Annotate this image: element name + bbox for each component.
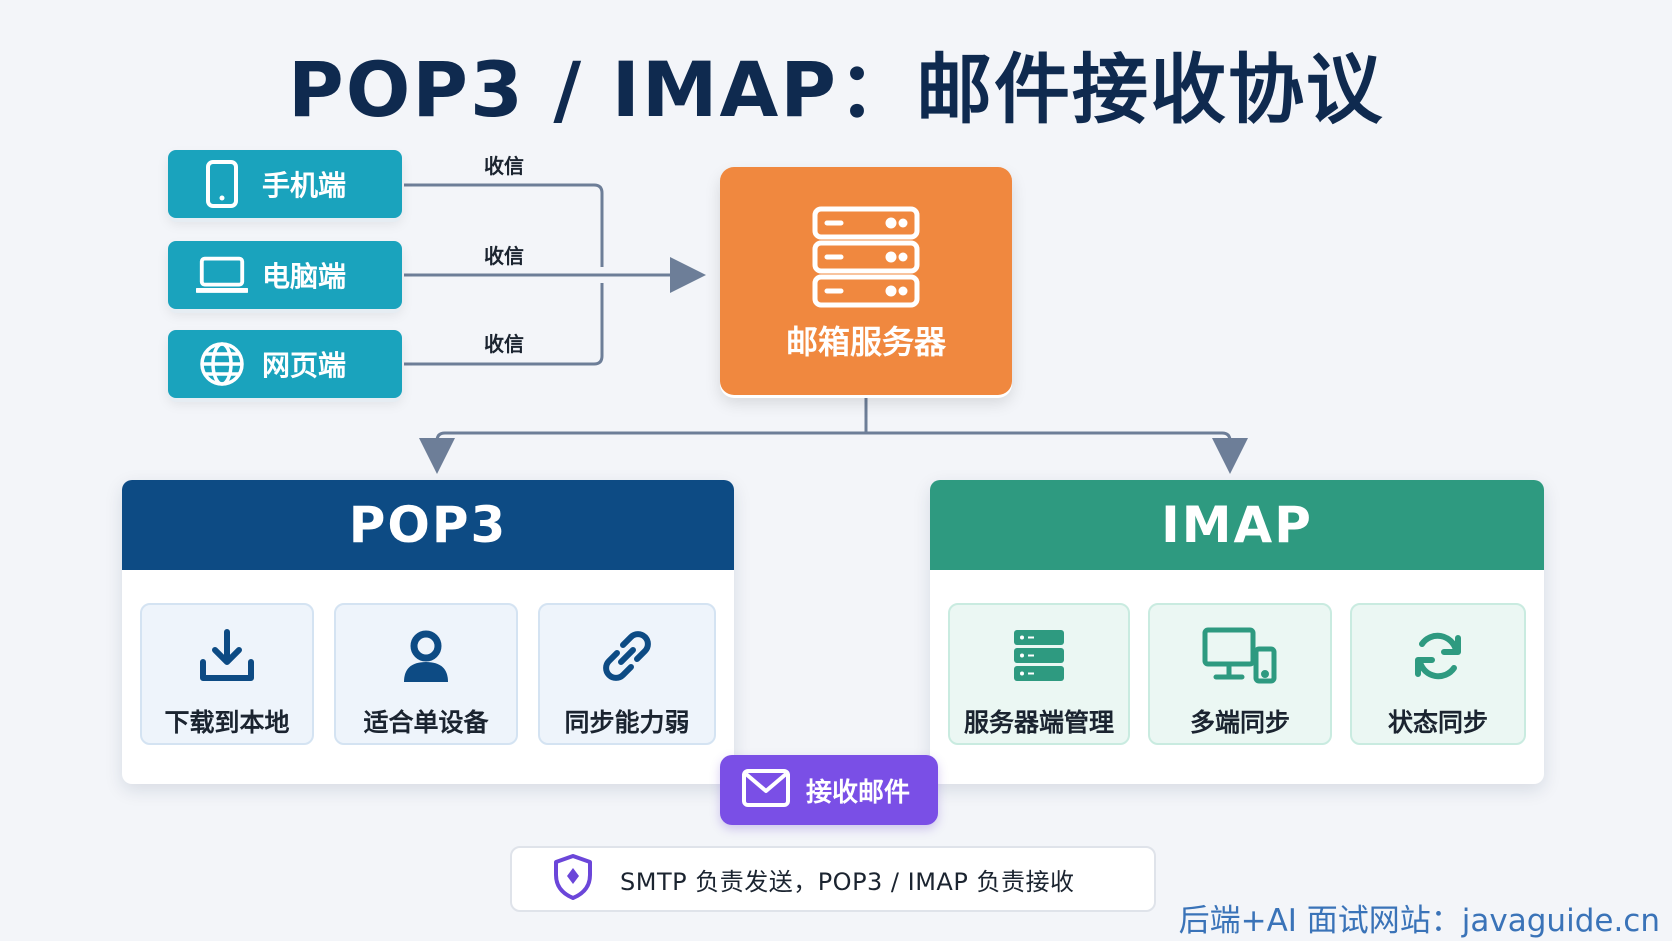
edge-label: 收信 <box>484 332 524 356</box>
edge-label: 收信 <box>484 244 524 268</box>
note-label: SMTP 负责发送，POP3 / IMAP 负责接收 <box>620 867 1075 896</box>
globe-icon <box>196 338 248 390</box>
watermark: 后端+AI 面试网站：javaguide.cn <box>1178 903 1660 939</box>
client-label: 手机端 <box>262 169 347 202</box>
feature-card: 多端同步 <box>1148 603 1332 745</box>
protocol-note: SMTP 负责发送，POP3 / IMAP 负责接收 <box>510 846 1156 912</box>
imap-title: IMAP <box>930 480 1544 570</box>
feature-label: 同步能力弱 <box>564 708 690 737</box>
devices-icon <box>1150 621 1330 691</box>
shield-icon <box>552 853 594 905</box>
edge-to-imap <box>866 431 1248 474</box>
client-label: 网页端 <box>262 349 347 382</box>
feature-card: 服务器端管理 <box>948 603 1130 745</box>
edge-phone <box>404 183 604 267</box>
laptop-icon <box>196 249 248 301</box>
edge-web <box>404 283 604 366</box>
feature-card: 下载到本地 <box>140 603 314 745</box>
link-icon <box>540 621 714 691</box>
feature-card: 适合单设备 <box>334 603 518 745</box>
badge-label: 接收邮件 <box>806 777 911 808</box>
page-title: POP3 / IMAP：邮件接收协议 <box>288 45 1384 134</box>
server-icon <box>720 205 1012 313</box>
download-icon <box>142 621 312 691</box>
server-label: 邮箱服务器 <box>785 323 946 361</box>
edge-to-pop3 <box>419 431 866 474</box>
feature-card: 状态同步 <box>1350 603 1526 745</box>
edge-label: 收信 <box>484 154 524 178</box>
feature-label: 状态同步 <box>1387 708 1488 737</box>
client-phone: 手机端 <box>168 150 402 218</box>
envelope-icon <box>742 769 790 811</box>
imap-panel: IMAP 服务器端管理 多端同步 状态同步 <box>930 480 1544 784</box>
pop3-title: POP3 <box>122 480 734 570</box>
refresh-icon <box>1352 621 1524 691</box>
client-web: 网页端 <box>168 330 402 398</box>
feature-label: 下载到本地 <box>164 708 290 737</box>
server-stack-icon <box>950 621 1128 691</box>
mail-server-node: 邮箱服务器 <box>720 167 1012 395</box>
feature-card: 同步能力弱 <box>538 603 716 745</box>
feature-label: 服务器端管理 <box>963 708 1114 737</box>
feature-label: 适合单设备 <box>363 708 489 737</box>
pop3-panel: POP3 下载到本地 适合单设备 同步能力弱 <box>122 480 734 784</box>
user-icon <box>336 621 516 691</box>
phone-icon <box>196 158 248 210</box>
client-laptop: 电脑端 <box>168 241 402 309</box>
client-label: 电脑端 <box>262 260 347 293</box>
feature-label: 多端同步 <box>1189 708 1290 737</box>
receive-mail-badge: 接收邮件 <box>720 755 938 825</box>
